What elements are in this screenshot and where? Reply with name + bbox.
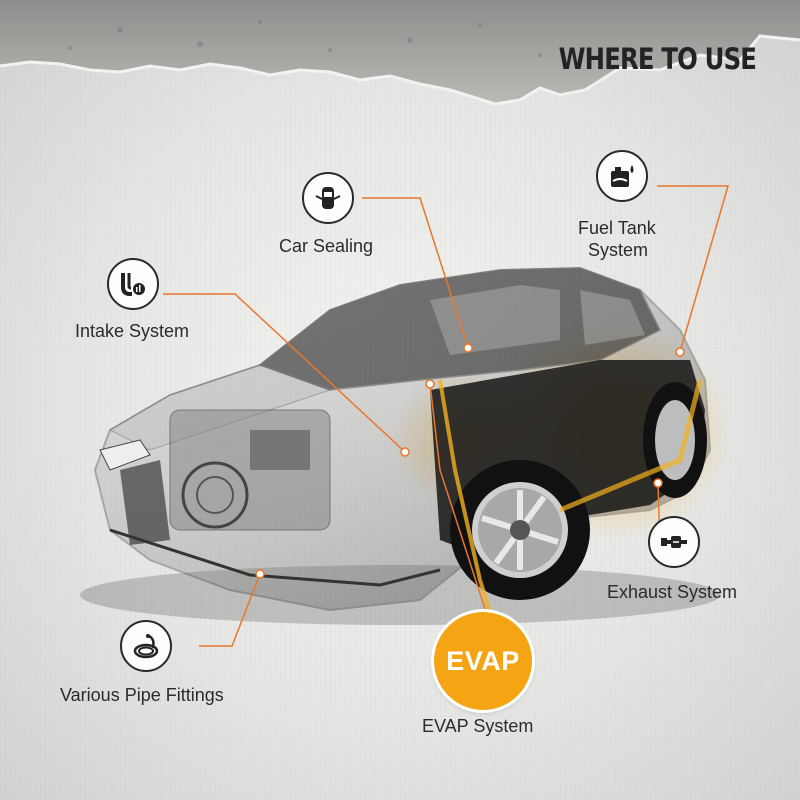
exhaust-label: Exhaust System (607, 582, 738, 602)
fuel-tank-icon-circle (596, 150, 648, 202)
car-sealing-icon-circle (302, 172, 354, 224)
fuel-tank-label-line2: System (588, 240, 649, 260)
evap-label: EVAP System (422, 716, 534, 736)
evap-badge: EVAP (434, 612, 532, 710)
car-sealing-label: Car Sealing (279, 236, 374, 256)
pipe-fittings-label: Various Pipe Fittings (60, 685, 224, 705)
intake-pipe-icon (121, 273, 145, 296)
intake-icon-circle (107, 258, 159, 310)
coiled-hose-icon (133, 634, 159, 659)
fuel-tank-icon (611, 165, 634, 187)
pipe-fittings-icon-circle (120, 620, 172, 672)
exhaust-icon-circle (648, 516, 700, 568)
car-door-icon (315, 187, 341, 209)
torn-paper-header (0, 0, 800, 106)
fuel-tank-label-line1: Fuel Tank (578, 218, 656, 238)
intake-label: Intake System (75, 321, 190, 341)
exhaust-pipe-icon (661, 536, 687, 548)
page-title: WHERE TO USE (558, 42, 757, 76)
